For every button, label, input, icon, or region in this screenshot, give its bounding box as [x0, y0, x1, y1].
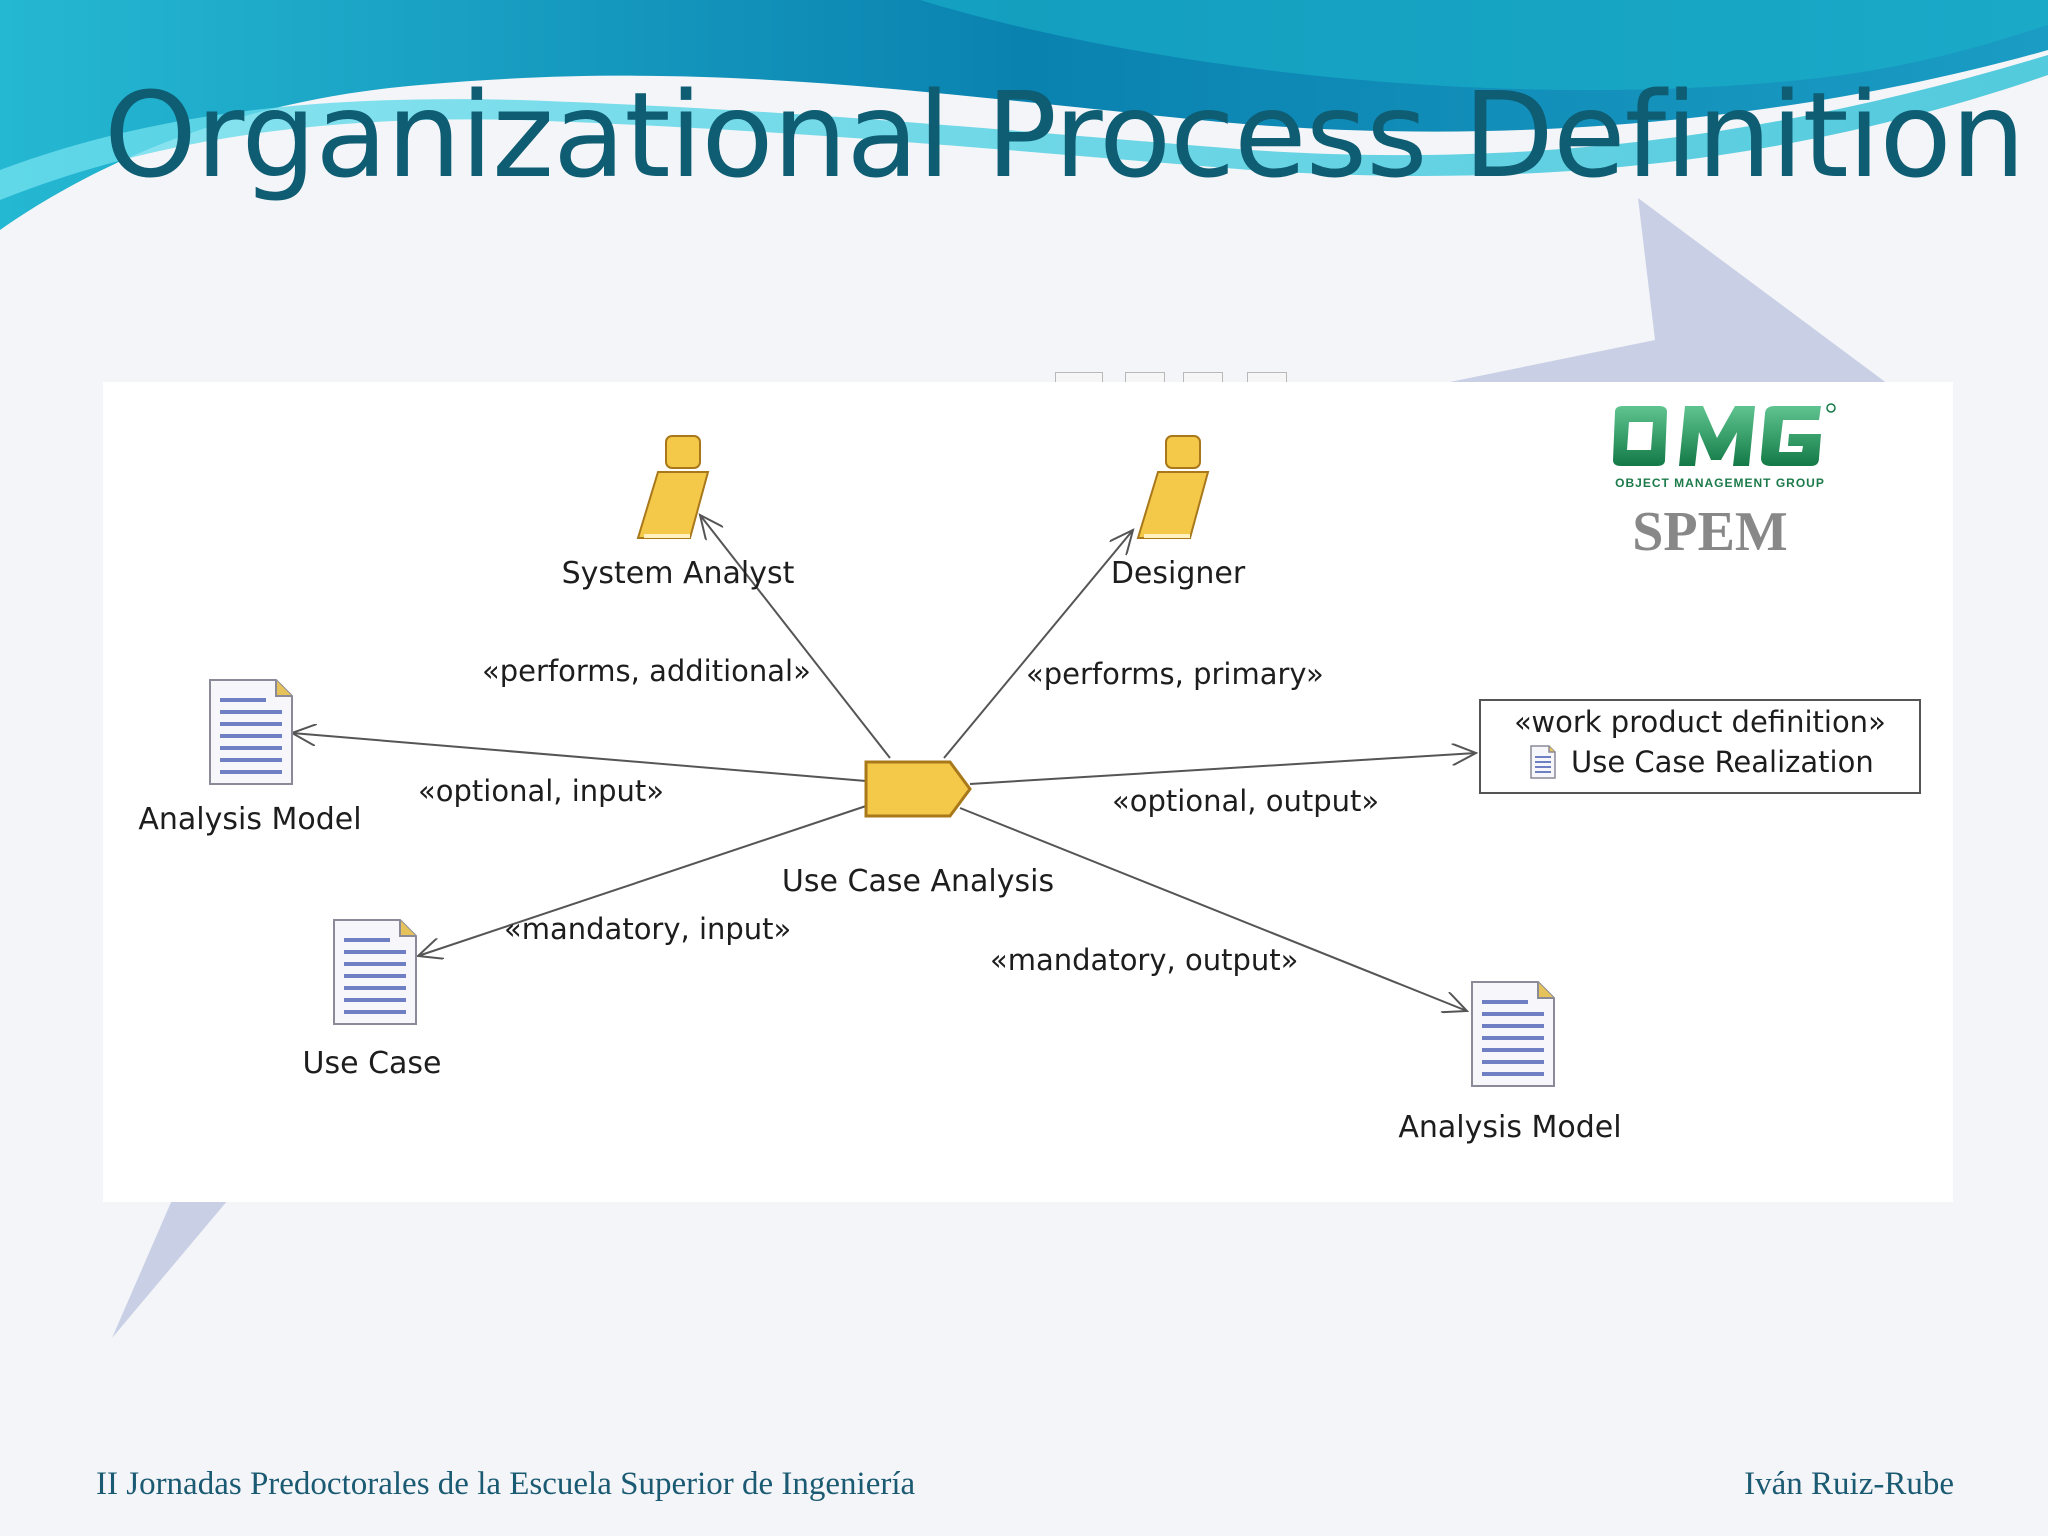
relation-label-performs-additional: «performs, additional» — [482, 654, 811, 688]
relation-label-mandatory-input: «mandatory, input» — [504, 912, 792, 946]
relation-label-optional-input: «optional, input» — [418, 774, 665, 808]
work-product-label-analysis-model-output: Analysis Model — [1398, 1110, 1622, 1145]
wpd-stereotype: «work product definition» — [1514, 705, 1886, 739]
omg-subtitle: OBJECT MANAGEMENT GROUP — [1615, 476, 1825, 490]
connector-performs-primary — [943, 530, 1133, 759]
slide-title: Organizational Process Definition — [104, 66, 2026, 204]
connector-mandatory-input — [418, 805, 867, 956]
use-case-document-icon — [333, 919, 417, 1025]
task-icon — [864, 760, 972, 818]
work-product-label-use-case: Use Case — [302, 1046, 442, 1081]
wpd-name-row: Use Case Realization — [1529, 745, 1874, 779]
wpd-name: Use Case Realization — [1571, 745, 1874, 779]
relation-label-performs-primary: «performs, primary» — [1026, 657, 1324, 691]
connector-mandatory-output — [959, 807, 1467, 1011]
relation-label-mandatory-output: «mandatory, output» — [990, 943, 1299, 977]
relation-label-optional-output: «optional, output» — [1112, 784, 1380, 818]
role-label-system-analyst: System Analyst — [561, 556, 795, 591]
spem-caption: SPEM — [1632, 501, 1788, 563]
role-label-designer: Designer — [1110, 556, 1246, 591]
omg-logo — [1613, 403, 1836, 466]
designer-role-icon — [1136, 435, 1210, 539]
task-label: Use Case Analysis — [781, 864, 1055, 899]
connector-performs-additional — [700, 515, 891, 759]
toolbar-strip — [1125, 372, 1165, 383]
work-product-definition-box: «work product definition» Use Case Reali… — [1479, 699, 1921, 794]
toolbar-strip — [1247, 372, 1287, 383]
work-product-label-analysis-model-input: Analysis Model — [138, 802, 362, 837]
toolbar-strip — [1055, 372, 1103, 383]
connector-optional-input — [292, 733, 867, 782]
footer-right: Iván Ruiz-Rube — [1744, 1466, 1954, 1502]
toolbar-strip — [1183, 372, 1223, 383]
footer-left: II Jornadas Predoctorales de la Escuela … — [96, 1466, 916, 1502]
analysis-model-input-document-icon — [209, 679, 293, 785]
connector-optional-output — [969, 753, 1476, 785]
wpd-document-icon — [1530, 745, 1556, 779]
analysis-model-output-document-icon — [1471, 981, 1555, 1087]
system-analyst-role-icon — [636, 435, 710, 539]
